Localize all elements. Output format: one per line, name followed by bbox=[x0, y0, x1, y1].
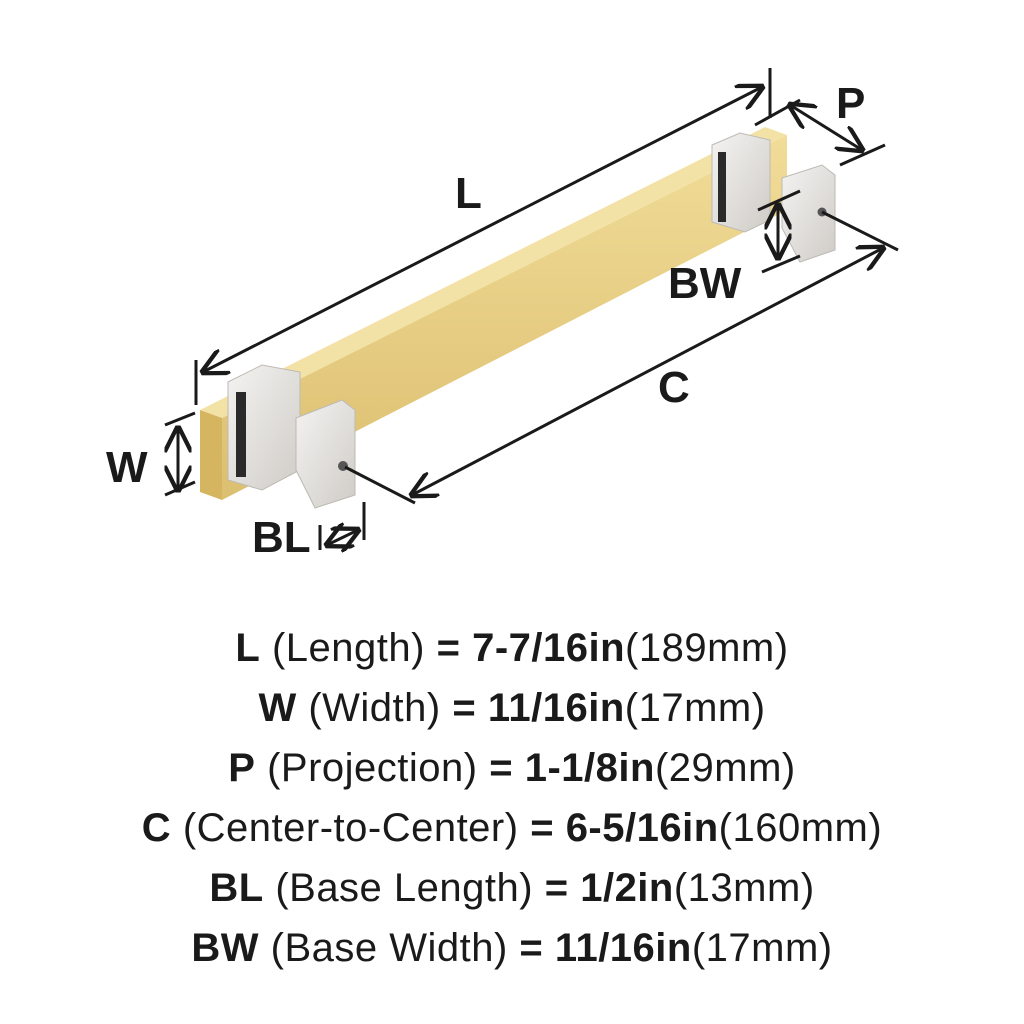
spec-name: (Length) bbox=[271, 626, 425, 670]
spec-length: L (Length) = 7-7/16in(189mm) bbox=[0, 618, 1024, 678]
dim-label-l: L bbox=[455, 169, 482, 218]
spec-metric: (17mm) bbox=[691, 926, 833, 970]
dim-label-bw: BW bbox=[668, 259, 742, 308]
spec-metric: (189mm) bbox=[625, 626, 789, 670]
spec-imperial: 1-1/8in bbox=[524, 746, 655, 790]
spec-base-width: BW (Base Width) = 11/16in(17mm) bbox=[0, 918, 1024, 978]
spec-width: W (Width) = 11/16in(17mm) bbox=[0, 678, 1024, 738]
product-dimension-diagram: L W P C BL BW bbox=[106, 68, 899, 562]
spec-eq: = bbox=[544, 866, 569, 910]
spec-metric: (13mm) bbox=[673, 866, 815, 910]
left-screw-hole bbox=[338, 461, 348, 471]
spec-key: W bbox=[258, 686, 297, 730]
spec-base-length: BL (Base Length) = 1/2in(13mm) bbox=[0, 858, 1024, 918]
dim-label-w: W bbox=[106, 443, 148, 492]
spec-key: L bbox=[235, 626, 261, 670]
spec-eq: = bbox=[452, 686, 477, 730]
spec-projection: P (Projection) = 1-1/8in(29mm) bbox=[0, 738, 1024, 798]
spec-imperial: 7-7/16in bbox=[472, 626, 626, 670]
spec-name: (Projection) bbox=[267, 746, 478, 790]
spec-metric: (29mm) bbox=[654, 746, 796, 790]
spec-center-to-center: C (Center-to-Center) = 6-5/16in(160mm) bbox=[0, 798, 1024, 858]
dim-label-c: C bbox=[658, 363, 690, 412]
dim-label-p: P bbox=[836, 79, 865, 128]
spec-key: BW bbox=[191, 926, 259, 970]
spec-imperial: 1/2in bbox=[580, 866, 674, 910]
specifications-list: L (Length) = 7-7/16in(189mm) W (Width) =… bbox=[0, 618, 1024, 978]
projection-dimension-line bbox=[790, 105, 862, 150]
length-dimension-line bbox=[203, 87, 762, 372]
spec-name: (Base Length) bbox=[275, 866, 534, 910]
spec-metric: (160mm) bbox=[718, 806, 883, 850]
spec-eq: = bbox=[489, 746, 514, 790]
spec-key: C bbox=[141, 806, 172, 850]
spec-imperial: 11/16in bbox=[554, 926, 692, 970]
spec-key: BL bbox=[209, 866, 264, 910]
spec-eq: = bbox=[530, 806, 555, 850]
center-dimension-line bbox=[412, 248, 883, 495]
dimension-lines bbox=[164, 68, 899, 550]
spec-eq: = bbox=[436, 626, 461, 670]
left-post bbox=[227, 364, 356, 509]
spec-imperial: 11/16in bbox=[487, 686, 625, 730]
spec-eq: = bbox=[519, 926, 544, 970]
spec-metric: (17mm) bbox=[624, 686, 766, 730]
spec-key: P bbox=[228, 746, 256, 790]
base-length-dimension-line bbox=[327, 530, 358, 545]
spec-name: (Base Width) bbox=[270, 926, 508, 970]
spec-imperial: 6-5/16in bbox=[565, 806, 719, 850]
dim-label-bl: BL bbox=[252, 513, 311, 562]
spec-name: (Width) bbox=[308, 686, 441, 730]
spec-name: (Center-to-Center) bbox=[182, 806, 519, 850]
